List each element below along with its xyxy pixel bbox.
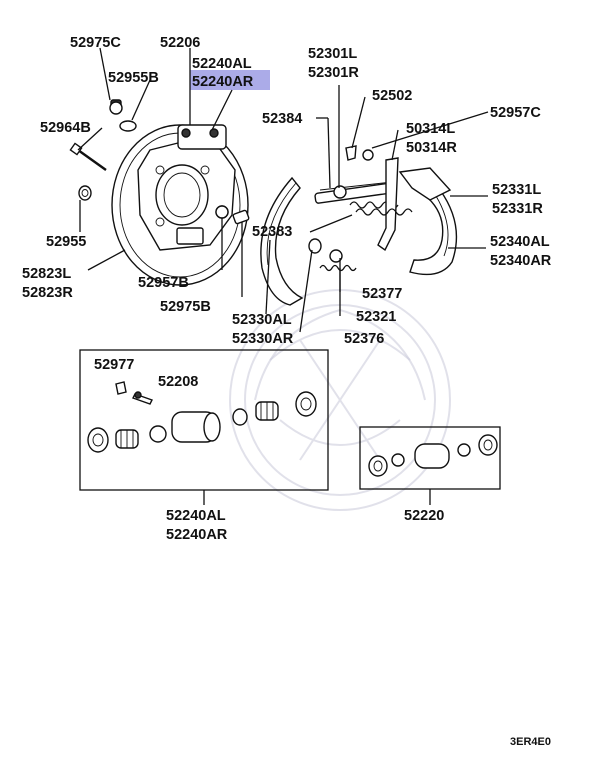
pin-52376 <box>308 238 322 254</box>
label-52330AL: 52330AL <box>232 312 292 328</box>
label-50314L: 50314L <box>406 121 455 137</box>
label-52208: 52208 <box>158 374 198 390</box>
bleeder-screw-52208 <box>132 391 153 405</box>
label-52340AL: 52340AL <box>490 234 550 250</box>
label-52957B: 52957B <box>138 275 189 291</box>
adjuster-52384 <box>314 181 396 204</box>
cylinder-parts-row <box>87 391 317 453</box>
label-52301L: 52301L <box>308 46 357 62</box>
label-52240AR-bottom: 52240AR <box>166 527 228 543</box>
washer-52957C <box>362 149 374 161</box>
brake-shoe-52330A <box>260 176 304 306</box>
bolt-52975C <box>109 99 123 115</box>
highlight-52240AR <box>190 70 270 90</box>
label-52377: 52377 <box>362 286 402 302</box>
label-52321: 52321 <box>356 309 396 325</box>
repair-kit-box <box>359 426 501 490</box>
footer-code: 3ER4E0 <box>510 736 551 748</box>
label-52823R: 52823R <box>22 285 73 301</box>
label-52330AR: 52330AR <box>232 331 294 347</box>
label-52964B: 52964B <box>40 120 91 136</box>
label-52977: 52977 <box>94 357 134 373</box>
bleeder-52975B <box>232 209 250 225</box>
label-52206: 52206 <box>160 35 200 51</box>
label-52240AR-top: 52240AR <box>192 74 254 90</box>
label-52383: 52383 <box>252 224 292 240</box>
cup-52321 <box>329 249 343 263</box>
clip-52502 <box>345 145 357 161</box>
label-52301R: 52301R <box>308 65 359 81</box>
nut-52957B <box>215 205 229 219</box>
bleeder-cap-52977 <box>115 381 127 395</box>
label-50314R: 50314R <box>406 140 457 156</box>
label-52955B: 52955B <box>108 70 159 86</box>
label-52220: 52220 <box>404 508 444 524</box>
label-52384: 52384 <box>262 111 302 127</box>
bolt-52964B <box>69 142 107 171</box>
label-52957C: 52957C <box>490 105 541 121</box>
label-52340AR: 52340AR <box>490 253 552 269</box>
label-52240AL-top: 52240AL <box>192 56 252 72</box>
brake-shoe-52340A <box>398 167 458 276</box>
label-52240AL-bottom: 52240AL <box>166 508 226 524</box>
spring-52377 <box>319 264 357 272</box>
wheel-cylinder-kit-box <box>79 349 329 491</box>
label-52502: 52502 <box>372 88 412 104</box>
label-52823L: 52823L <box>22 266 71 282</box>
backing-plate <box>111 124 249 286</box>
leader-lines <box>77 47 489 505</box>
lever-52331 <box>377 157 399 252</box>
plug-52955B <box>119 120 137 132</box>
label-52331L: 52331L <box>492 182 541 198</box>
label-52975C: 52975C <box>70 35 121 51</box>
label-52376: 52376 <box>344 331 384 347</box>
label-52331R: 52331R <box>492 201 543 217</box>
spring-52383 <box>355 208 413 216</box>
label-52955: 52955 <box>46 234 86 250</box>
grommet-52955 <box>78 185 92 201</box>
label-52975B: 52975B <box>160 299 211 315</box>
